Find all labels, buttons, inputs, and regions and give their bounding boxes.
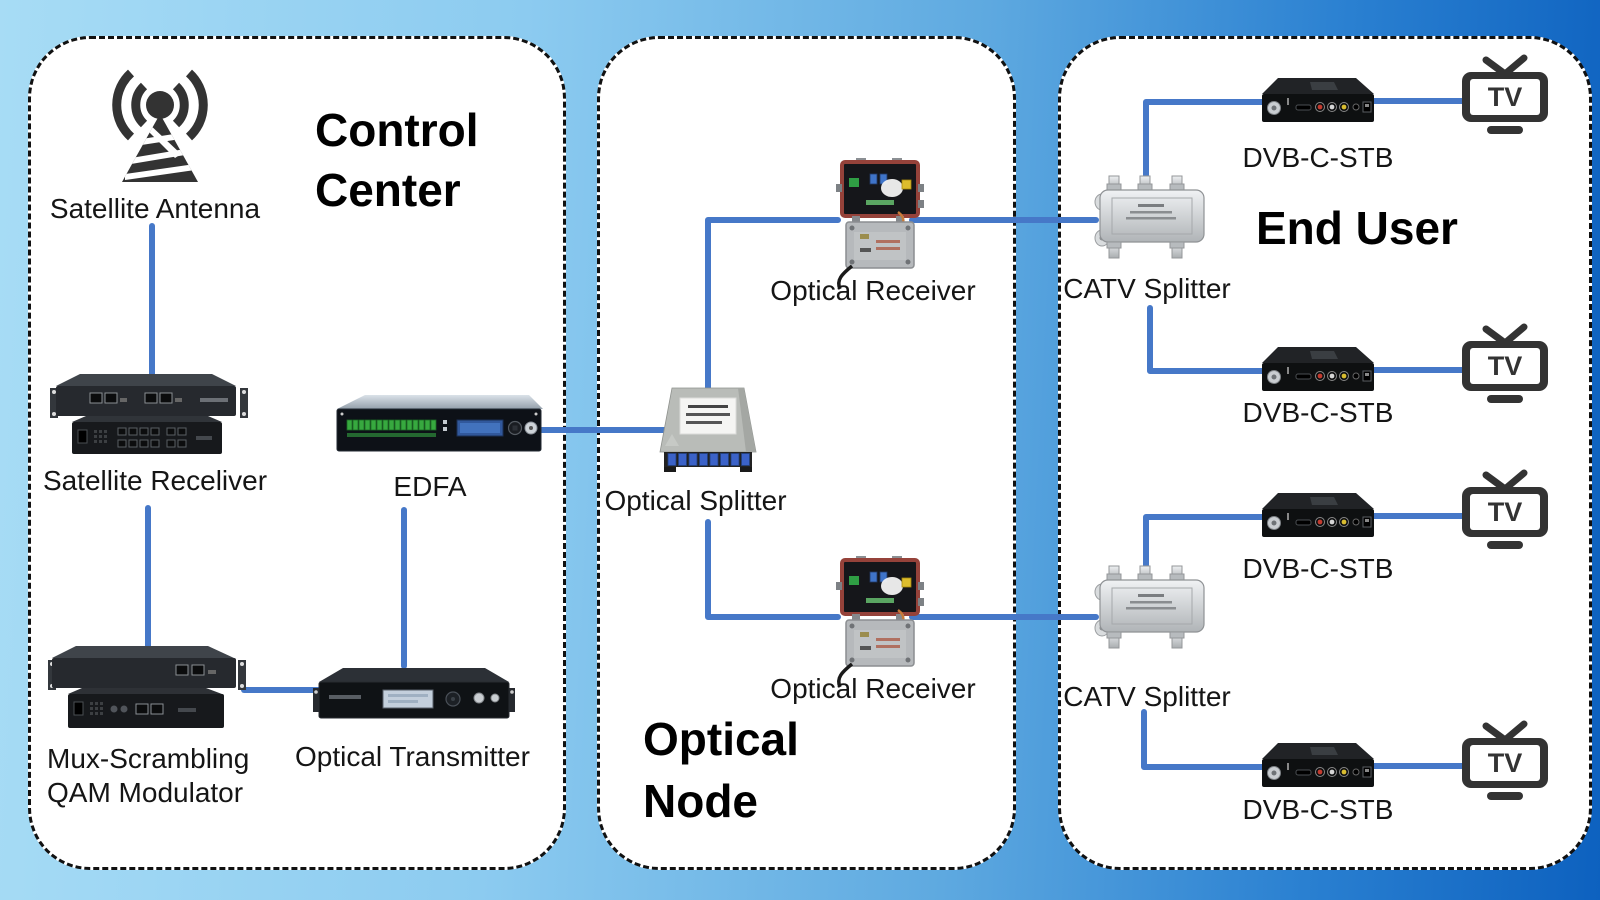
line-catv1-to-stb2 bbox=[1147, 305, 1265, 374]
optical-node-title: Optical Node bbox=[643, 708, 799, 832]
catv-splitter-2-label: CATV Splitter bbox=[1063, 681, 1231, 712]
tv-2-screen-text: TV bbox=[1488, 351, 1523, 381]
line-catv2-to-stb3 bbox=[1143, 514, 1265, 581]
stb-1-device bbox=[1258, 76, 1378, 124]
line-splitter-to-receiver2 bbox=[705, 519, 841, 620]
tv-1-screen-text: TV bbox=[1488, 82, 1523, 112]
line-catv1-to-stb1 bbox=[1143, 99, 1265, 193]
stb-2-label: DVB-C-STB bbox=[1242, 397, 1394, 428]
optical-transmitter-label: Optical Transmitter bbox=[295, 741, 530, 772]
line-splitter-to-receiver1 bbox=[705, 217, 841, 395]
stb-3-device bbox=[1258, 491, 1378, 539]
qam-modulator-label: Mux-Scrambling QAM Modulator bbox=[47, 742, 249, 810]
control-center-title-line2: Center bbox=[315, 164, 461, 216]
catv-splitter-1-label: CATV Splitter bbox=[1063, 273, 1231, 304]
optical-receiver-1-device bbox=[836, 158, 924, 290]
catv-splitter-2-device bbox=[1094, 565, 1210, 656]
tv-3-screen-text: TV bbox=[1488, 497, 1523, 527]
tv-4-screen-text: TV bbox=[1488, 748, 1523, 778]
stb-4-device bbox=[1258, 741, 1378, 789]
control-center-title-line1: Control bbox=[315, 104, 479, 156]
optical-transmitter-device bbox=[313, 664, 515, 724]
edfa-device bbox=[333, 393, 545, 457]
qam-modulator-device bbox=[48, 646, 246, 732]
optical-receiver-2-label: Optical Receiver bbox=[770, 673, 976, 704]
optical-node-title-line1: Optical bbox=[643, 713, 799, 765]
end-user-title: End User bbox=[1256, 202, 1458, 254]
optical-node-title-line2: Node bbox=[643, 775, 758, 827]
optical-receiver-1-label: Optical Receiver bbox=[770, 275, 976, 306]
satellite-antenna-icon bbox=[95, 58, 225, 188]
control-center-title: Control Center bbox=[315, 100, 479, 220]
optical-splitter-label: Optical Splitter bbox=[604, 485, 787, 516]
stb-2-device bbox=[1258, 345, 1378, 393]
tv-4-icon: TV bbox=[1460, 720, 1550, 802]
edfa-label: EDFA bbox=[393, 471, 467, 502]
tv-2-icon: TV bbox=[1460, 323, 1550, 405]
tv-1-icon: TV bbox=[1460, 54, 1550, 136]
tv-3-icon: TV bbox=[1460, 469, 1550, 551]
catv-splitter-1-device bbox=[1094, 175, 1210, 266]
qam-modulator-label-line2: QAM Modulator bbox=[47, 777, 244, 808]
optical-splitter-device bbox=[656, 387, 760, 472]
optical-receiver-2-device bbox=[836, 556, 924, 688]
satellite-receiver-label: Satellite Receliver bbox=[42, 465, 268, 496]
satellite-receiver-device bbox=[50, 372, 248, 456]
stb-1-label: DVB-C-STB bbox=[1242, 142, 1394, 173]
stb-4-label: DVB-C-STB bbox=[1242, 794, 1394, 825]
line-catv2-to-stb4 bbox=[1141, 709, 1265, 770]
satellite-antenna-label: Satellite Antenna bbox=[49, 193, 261, 224]
qam-modulator-label-line1: Mux-Scrambling bbox=[47, 743, 250, 774]
stb-3-label: DVB-C-STB bbox=[1242, 553, 1394, 584]
